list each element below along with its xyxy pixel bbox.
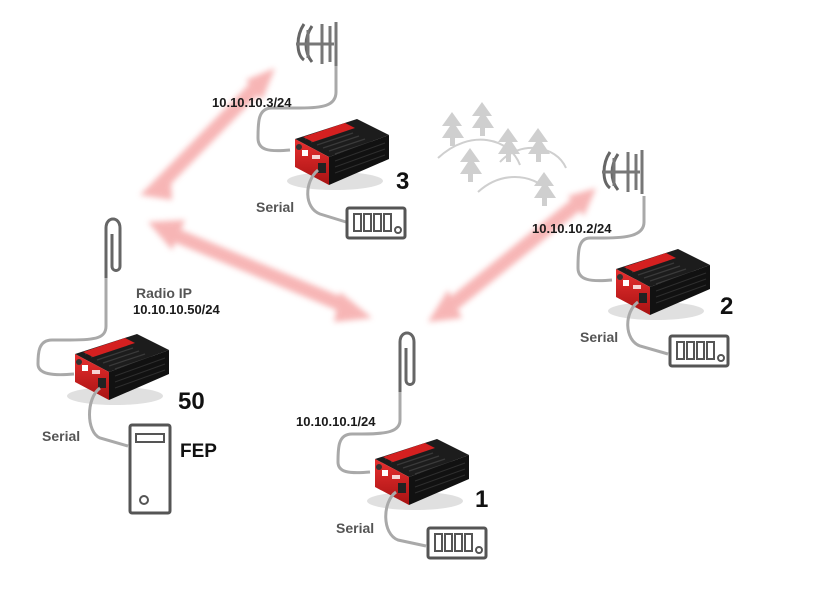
whip-antenna-icon — [104, 217, 122, 280]
antenna-cable — [36, 278, 108, 377]
serial-cable — [306, 168, 347, 224]
serial-label-node-2: Serial — [580, 329, 619, 345]
meter-icon[interactable] — [345, 206, 407, 240]
whip-antenna-icon — [398, 331, 416, 394]
serial-label-node-3: Serial — [256, 199, 295, 215]
antenna-cable — [576, 196, 646, 283]
link-50-3 — [140, 68, 275, 200]
node-number-1: 1 — [475, 486, 489, 513]
antenna-cable — [256, 66, 338, 153]
link-1-2 — [428, 188, 596, 322]
radio-links — [140, 68, 596, 322]
router-icon[interactable] — [366, 438, 470, 511]
node-3 — [256, 20, 407, 240]
radio-ip-caption: Radio IP — [136, 285, 193, 301]
serial-cable — [626, 300, 669, 356]
router-icon[interactable] — [66, 333, 170, 406]
node-50 — [36, 217, 172, 515]
router-icon[interactable] — [607, 248, 711, 321]
link-50-1 — [148, 220, 372, 322]
serial-cable — [384, 490, 427, 548]
router-icon[interactable] — [286, 118, 390, 191]
antenna-cable — [336, 392, 402, 475]
yagi-antenna-icon — [600, 148, 644, 196]
meter-icon[interactable] — [668, 334, 730, 368]
ip-label-node-1: 10.10.10.1/24 — [296, 414, 376, 429]
ip-label-node-2: 10.10.10.2/24 — [532, 221, 612, 236]
node-number-50: 50 — [178, 388, 205, 415]
serial-label-node-50: Serial — [42, 428, 81, 444]
serial-cable — [88, 386, 129, 448]
node-number-3: 3 — [396, 168, 410, 195]
node-number-2: 2 — [720, 293, 734, 320]
ip-label-node-50: 10.10.10.50/24 — [133, 302, 220, 317]
fep-label: FEP — [180, 441, 217, 462]
node-2 — [576, 148, 730, 368]
ip-label-node-3: 10.10.10.3/24 — [212, 95, 292, 110]
server-icon[interactable] — [128, 423, 172, 515]
trees-icon — [437, 102, 567, 206]
node-1 — [336, 331, 488, 560]
serial-label-node-1: Serial — [336, 520, 375, 536]
meter-icon[interactable] — [426, 526, 488, 560]
yagi-antenna-icon — [294, 20, 338, 68]
